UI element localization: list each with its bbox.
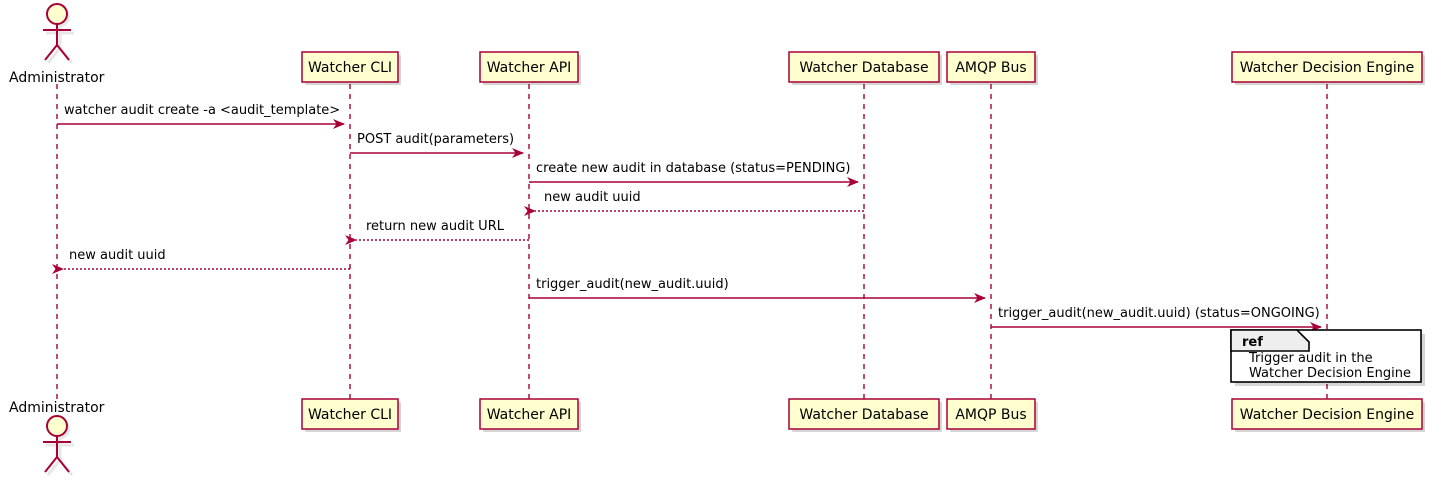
participant-box[interactable]: [1231, 398, 1423, 430]
ref-tab-label: ref: [1242, 335, 1263, 350]
participant-header-watcher-database[interactable]: Watcher Database: [788, 51, 942, 85]
participant-header-watcher-cli[interactable]: Watcher CLI: [301, 51, 401, 85]
message-label: create new audit in database (status=PEN…: [536, 161, 851, 176]
participant-box[interactable]: [1231, 51, 1423, 83]
message-4-new-audit-uuid-db[interactable]: new audit uuid: [524, 190, 864, 216]
actor-leg-right-icon: [56, 44, 70, 61]
message-8-trigger-audit-ongoing[interactable]: trigger_audit(new_audit.uuid) (status=ON…: [991, 306, 1322, 332]
ref-tab: [1230, 329, 1310, 352]
participant-box[interactable]: [788, 398, 940, 430]
message-7-trigger-audit[interactable]: trigger_audit(new_audit.uuid): [529, 277, 986, 303]
lifelines-group: [56, 84, 1328, 399]
participant-footer-amqp-bus[interactable]: AMQP Bus: [946, 398, 1038, 432]
ref-body-line-2: Watcher Decision Engine: [1249, 366, 1411, 381]
message-label: new audit uuid: [544, 190, 641, 205]
participant-box[interactable]: [946, 51, 1036, 83]
actor-label-bottom: Administrator: [9, 400, 105, 416]
message-1-watcher-audit-create[interactable]: watcher audit create -a <audit_template>: [57, 103, 345, 129]
participant-box[interactable]: [788, 51, 940, 83]
participant-box[interactable]: [301, 398, 399, 430]
ref-fragment[interactable]: ref Trigger audit in the Watcher Decisio…: [1230, 329, 1425, 386]
participant-box[interactable]: [479, 51, 579, 83]
participant-box[interactable]: [479, 398, 579, 430]
message-5-return-new-audit-url[interactable]: return new audit URL: [345, 219, 529, 245]
participant-footer-watcher-decision-engine[interactable]: Watcher Decision Engine: [1231, 398, 1425, 432]
message-3-create-new-audit[interactable]: create new audit in database (status=PEN…: [529, 161, 859, 187]
participant-header-amqp-bus[interactable]: AMQP Bus: [946, 51, 1038, 85]
actor-leg-right-icon: [56, 456, 70, 473]
participant-label: Watcher API: [487, 60, 572, 76]
participant-label: Watcher CLI: [308, 60, 392, 76]
participant-footer-watcher-database[interactable]: Watcher Database: [788, 398, 942, 432]
participant-box[interactable]: [301, 51, 399, 83]
message-6-new-audit-uuid-cli[interactable]: new audit uuid: [52, 248, 350, 274]
message-label: return new audit URL: [366, 219, 505, 234]
actor-administrator-top[interactable]: Administrator: [9, 3, 105, 86]
actor-leg-left-icon: [44, 456, 58, 473]
participant-label: Watcher API: [487, 407, 572, 423]
actor-leg-left-icon: [44, 44, 58, 61]
actor-head-icon: [46, 3, 68, 25]
actor-head-icon: [46, 415, 68, 437]
participant-header-watcher-decision-engine[interactable]: Watcher Decision Engine: [1231, 51, 1425, 85]
ref-body-line-1: Trigger audit in the: [1248, 351, 1373, 366]
participant-label: Watcher CLI: [308, 407, 392, 423]
participant-footer-watcher-api[interactable]: Watcher API: [479, 398, 581, 432]
message-label: trigger_audit(new_audit.uuid): [536, 277, 729, 292]
message-2-post-audit[interactable]: POST audit(parameters): [350, 132, 524, 158]
participant-label: AMQP Bus: [955, 60, 1026, 76]
message-label: new audit uuid: [69, 248, 166, 263]
participant-header-watcher-api[interactable]: Watcher API: [479, 51, 581, 85]
participant-label: Watcher Database: [799, 407, 928, 423]
message-label: watcher audit create -a <audit_template>: [64, 103, 340, 118]
participant-footer-watcher-cli[interactable]: Watcher CLI: [301, 398, 401, 432]
participant-label: Watcher Decision Engine: [1240, 407, 1414, 423]
actor-administrator-bottom[interactable]: Administrator: [9, 400, 105, 476]
participant-box[interactable]: [946, 398, 1036, 430]
participant-label: AMQP Bus: [955, 407, 1026, 423]
actor-label-top: Administrator: [9, 70, 105, 86]
participant-label: Watcher Database: [799, 60, 928, 76]
message-label: POST audit(parameters): [357, 132, 514, 147]
participant-label: Watcher Decision Engine: [1240, 60, 1414, 76]
message-label: trigger_audit(new_audit.uuid) (status=ON…: [998, 306, 1320, 321]
